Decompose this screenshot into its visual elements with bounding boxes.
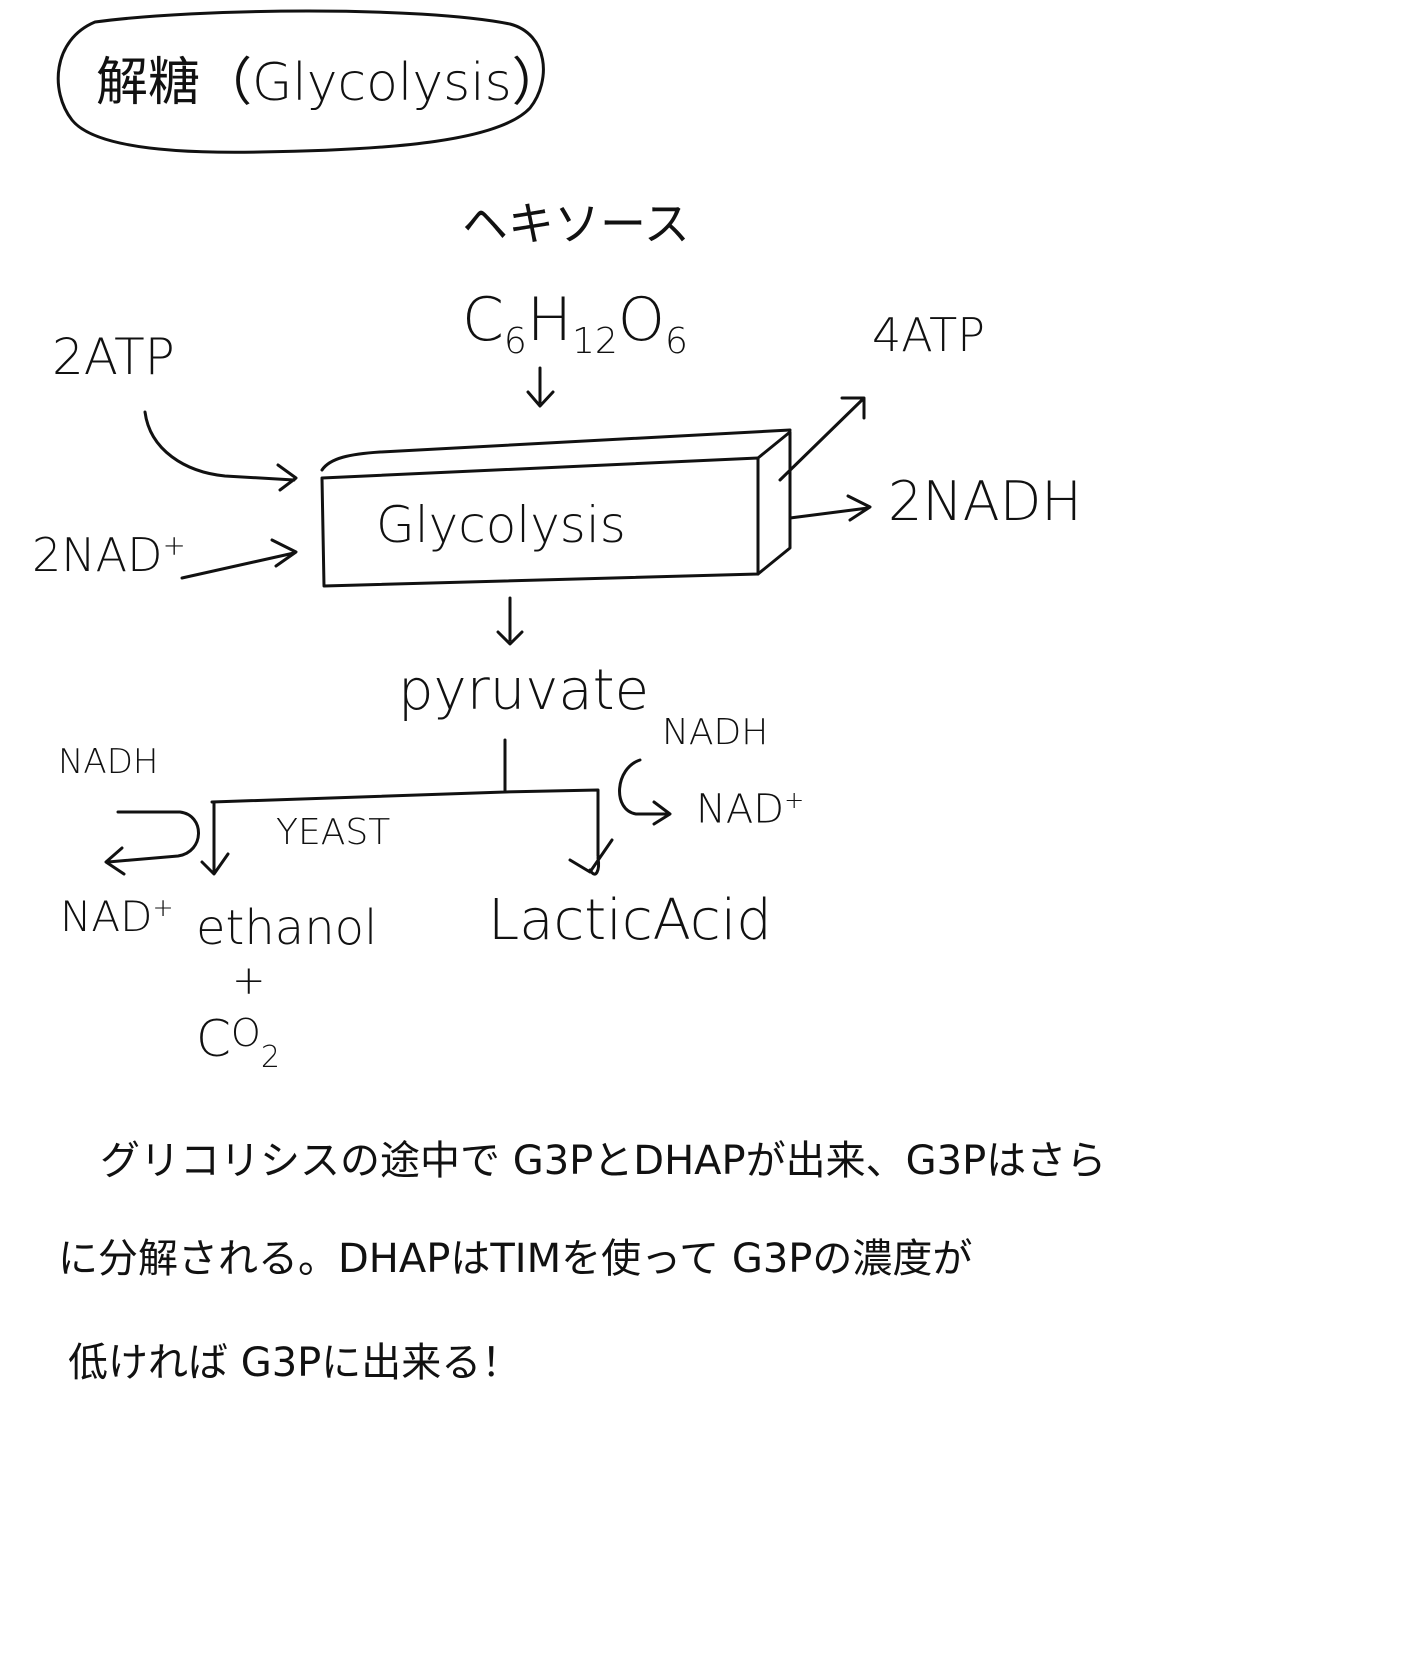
- ethanol-plus: +: [232, 958, 266, 1004]
- lactic-nad-text: NAD: [696, 786, 785, 833]
- yeast-label: YEAST: [276, 812, 390, 853]
- yeast-nad-text: NAD: [60, 892, 153, 941]
- input-2nad-sup: +: [162, 528, 186, 562]
- co2-c-text: C: [196, 1010, 231, 1068]
- yeast-nad-sup: +: [152, 893, 174, 922]
- page-title: 解糖（Glycolysis）: [96, 40, 564, 115]
- formula-o-sub: 6: [664, 321, 688, 362]
- co2-label: CO2: [196, 1010, 280, 1075]
- pyruvate-text: pyruvate: [398, 658, 650, 723]
- arrow-2atp-in: [143, 410, 298, 492]
- formula-o: O: [617, 285, 665, 355]
- formula-c: C: [462, 285, 504, 355]
- yeast-cofactor-loop: [104, 810, 200, 876]
- lactic-nad-sup: +: [784, 786, 805, 814]
- formula-c-sub: 6: [503, 321, 527, 362]
- arrow-to-lactic: [568, 838, 614, 876]
- output-4atp: 4ATP: [872, 308, 985, 362]
- arrow-2nad-in: [180, 538, 298, 580]
- plus-text: +: [232, 958, 266, 1004]
- hexose-label: ヘキソース: [462, 188, 690, 254]
- output-4atp-text: 4ATP: [872, 308, 986, 362]
- input-2atp-text: 2ATP: [52, 328, 175, 386]
- input-2nad-text: 2NAD: [32, 528, 163, 582]
- input-2nad: 2NAD+: [32, 528, 186, 582]
- co2-sub-text: 2: [260, 1040, 280, 1075]
- ethanol-label: ethanol: [196, 900, 377, 956]
- arrow-hexose-down: [526, 366, 555, 408]
- lactic-cofactor-loop: [618, 758, 672, 826]
- title-bubble: [56, 9, 545, 154]
- lactic-cofactor-out: NAD+: [696, 786, 804, 832]
- yeast-nadh-text: NADH: [58, 742, 159, 782]
- note-line-1: グリコリシスの途中で G3PとDHAPが出来、G3Pはさら: [100, 1128, 1106, 1186]
- process-label: Glycolysis: [376, 496, 626, 554]
- lactic-acid-text: LacticAcid: [488, 888, 772, 953]
- note-line-2: に分解される。DHAPはTIMを使って G3Pの濃度が: [58, 1226, 972, 1284]
- note-line-2-text: に分解される。DHAPはTIMを使って G3Pの濃度が: [58, 1236, 973, 1282]
- title-text: 解糖（Glycolysis）: [96, 53, 564, 113]
- arrow-2nadh-out: [788, 494, 872, 522]
- ethanol-text: ethanol: [196, 900, 378, 956]
- output-2nadh: 2NADH: [888, 470, 1082, 533]
- yeast-cofactor-out: NAD+: [60, 892, 174, 941]
- output-2nadh-text: 2NADH: [888, 470, 1082, 533]
- note-line-3: 低ければ G3Pに出来る！: [68, 1330, 521, 1388]
- glycolysis-box: [320, 428, 792, 588]
- pyruvate-label: pyruvate: [398, 658, 649, 723]
- co2-o-text: O: [230, 1011, 261, 1055]
- formula-h-sub: 12: [571, 321, 618, 362]
- branch-connector: [210, 738, 600, 858]
- arrow-to-ethanol: [200, 800, 230, 876]
- lactic-nadh-text: NADH: [662, 712, 769, 753]
- note-line-3-text: 低ければ G3Pに出来る！: [68, 1340, 522, 1386]
- input-2atp: 2ATP: [52, 328, 175, 386]
- lactic-cofactor-in: NADH: [662, 712, 768, 753]
- yeast-label-text: YEAST: [276, 812, 391, 853]
- lactic-acid-label: LacticAcid: [488, 888, 772, 953]
- hexose-label-text: ヘキソース: [462, 197, 690, 251]
- process-label-text: Glycolysis: [376, 496, 626, 554]
- formula-h: H: [526, 285, 572, 355]
- note-line-1-text: グリコリシスの途中で G3PとDHAPが出来、G3Pはさら: [100, 1138, 1107, 1184]
- glucose-formula: C6H12O6: [462, 285, 688, 362]
- arrow-pyruvate-down: [496, 596, 524, 646]
- arrow-4atp-out: [778, 396, 866, 482]
- yeast-cofactor-in: NADH: [58, 742, 158, 782]
